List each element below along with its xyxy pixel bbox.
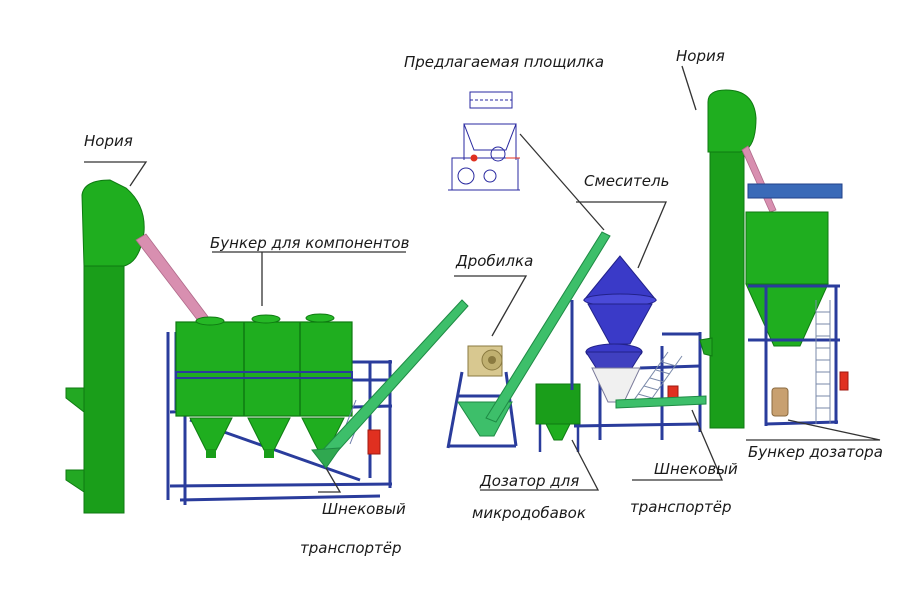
- label-screw-conveyor-left-1: Шнековый: [322, 500, 406, 518]
- label-dispenser-2: микродобавок: [472, 504, 586, 522]
- label-mixer: Смеситель: [584, 172, 669, 190]
- label-noria-left: Нория: [84, 132, 133, 150]
- proposed-site-schematic: [448, 91, 520, 191]
- label-screw-conveyor-right-2: транспортёр: [630, 498, 732, 516]
- labels: Нория Бункер для компонентов Предлагаема…: [84, 47, 883, 557]
- leader-lines: [84, 65, 881, 493]
- label-dosing-bunker: Бункер дозатора: [748, 443, 883, 461]
- label-crusher: Дробилка: [455, 252, 533, 270]
- label-proposed-site: Предлагаемая площилка: [404, 53, 604, 71]
- label-screw-conveyor-right-1: Шнековый: [654, 460, 738, 478]
- label-bunker-components: Бункер для компонентов: [210, 234, 410, 252]
- screw-conveyor-left: [311, 299, 469, 469]
- screw-conveyor-right: [615, 395, 707, 409]
- component-bunkers: [166, 313, 393, 505]
- label-dispenser-1: Дозатор для: [479, 472, 579, 490]
- noria-left: [65, 179, 213, 514]
- micro-dispenser: [535, 383, 581, 452]
- dosing-bunker: [745, 183, 849, 426]
- label-screw-conveyor-left-2: транспортёр: [300, 539, 402, 557]
- conveyor-to-mixer: [485, 231, 611, 423]
- mixer: [570, 255, 702, 440]
- label-noria-right: Нория: [676, 47, 725, 65]
- noria-right: [699, 89, 777, 429]
